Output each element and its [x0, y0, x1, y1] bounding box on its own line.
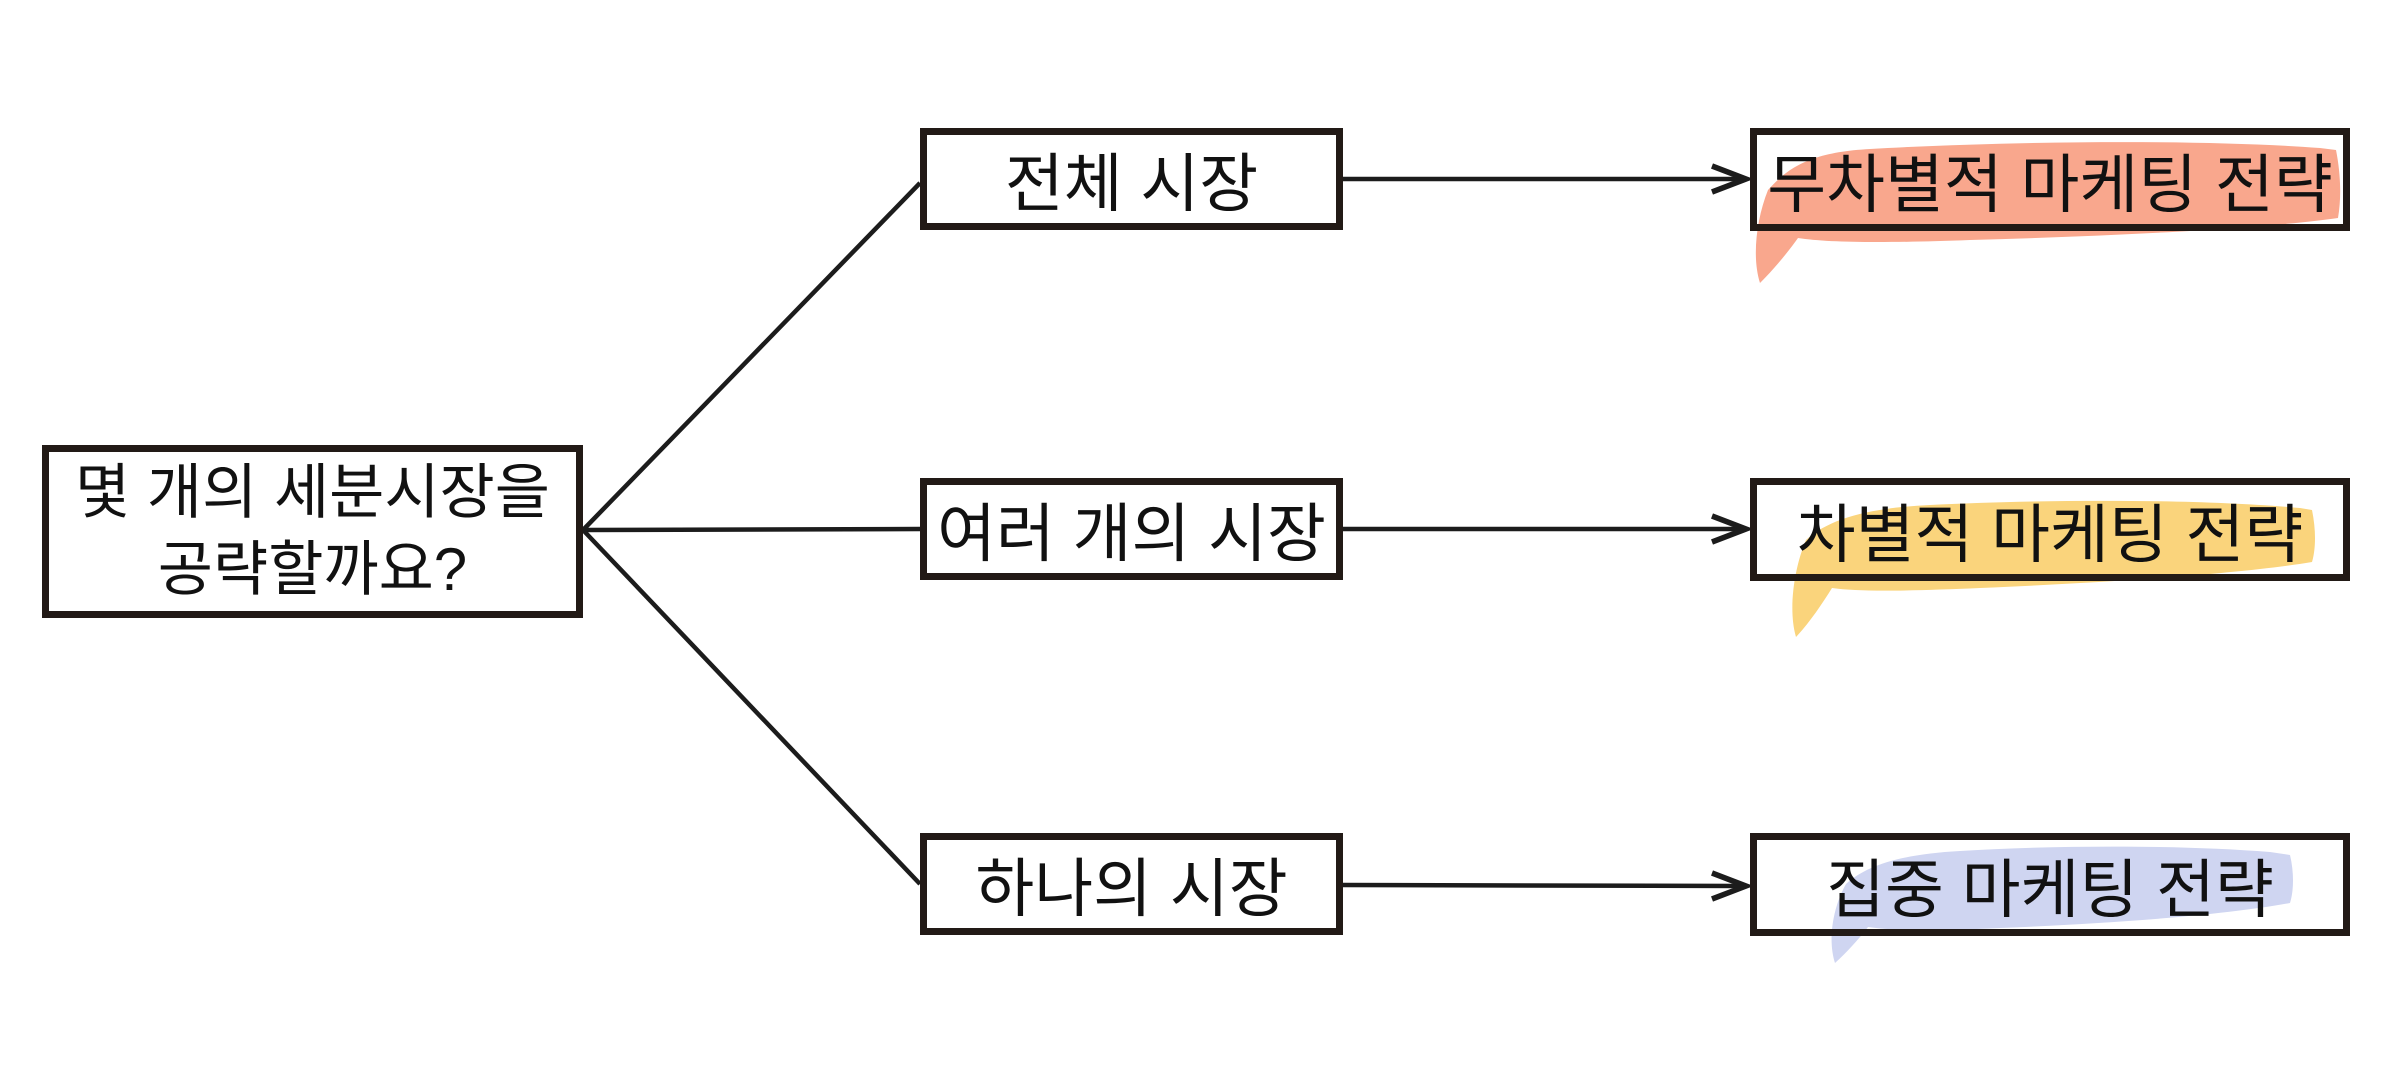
option-box-single-market: 하나의 시장 — [920, 833, 1343, 935]
arrowhead-icon — [1711, 870, 1754, 902]
arrowhead-icon — [1711, 163, 1754, 195]
strategy-box-undifferentiated: 무차별적 마케팅 전략 — [1750, 128, 2350, 231]
arrowhead-icon — [1711, 513, 1754, 545]
root-question-label: 몇 개의 세분시장을 공략할까요? — [75, 455, 550, 609]
branch-line-bottom — [581, 528, 922, 886]
strategy-box-differentiated: 차별적 마케팅 전략 — [1750, 478, 2350, 581]
option-box-entire-market: 전체 시장 — [920, 128, 1343, 230]
option-label-entire-market: 전체 시장 — [1004, 148, 1259, 220]
strategy-label-undifferentiated: 무차별적 마케팅 전략 — [1767, 148, 2333, 221]
highlight-brush-salmon — [1755, 142, 2341, 283]
root-question-line1: 몇 개의 세분시장을 — [75, 458, 550, 526]
root-question-line2: 공략할까요? — [157, 535, 468, 603]
branch-line-middle — [582, 526, 921, 533]
option-label-single-market: 하나의 시장 — [975, 853, 1288, 925]
branch-line-top — [581, 181, 922, 532]
root-question-box: 몇 개의 세분시장을 공략할까요? — [42, 445, 583, 618]
highlight-brush-lavender — [1831, 846, 2293, 963]
option-label-multiple-markets: 여러 개의 시장 — [937, 498, 1326, 570]
strategy-box-concentrated: 집중 마케팅 전략 — [1750, 833, 2350, 936]
strategy-label-concentrated: 집중 마케팅 전략 — [1826, 853, 2274, 926]
highlight-brush-yellow — [1792, 500, 2315, 637]
arrow-line-bottom — [1342, 882, 1744, 889]
option-box-multiple-markets: 여러 개의 시장 — [920, 478, 1343, 580]
strategy-label-differentiated: 차별적 마케팅 전략 — [1796, 498, 2304, 571]
